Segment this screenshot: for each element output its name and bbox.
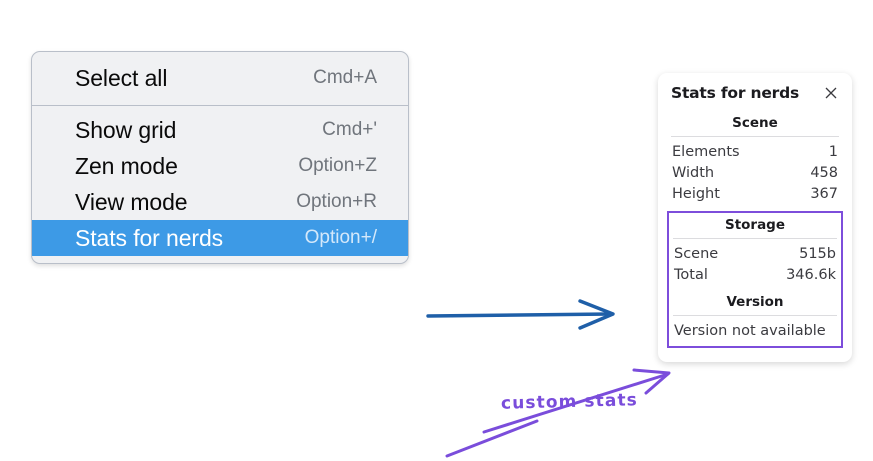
version-section: Version Version not available [673, 285, 837, 342]
custom-stats-highlight-box: Storage Scene 515b Total 346.6k Version … [667, 211, 843, 348]
version-note: Version not available [674, 323, 826, 339]
purple-tail-line [445, 419, 539, 458]
menu-item-shortcut: Cmd+A [313, 67, 377, 88]
menu-item-zen-mode[interactable]: Zen mode Option+Z [32, 148, 408, 184]
menu-separator [32, 105, 408, 106]
menu-item-stats-for-nerds[interactable]: Stats for nerds Option+/ [32, 220, 408, 256]
menu-item-label: Stats for nerds [75, 224, 224, 251]
menu-item-shortcut: Option+R [296, 191, 377, 212]
stat-value: 458 [810, 164, 838, 181]
close-icon[interactable] [823, 85, 839, 101]
storage-divider [673, 238, 837, 239]
stat-label: Scene [674, 245, 719, 262]
table-row: Scene 515b [673, 243, 837, 264]
table-row: Elements 1 [671, 141, 839, 162]
menu-item-shortcut: Option+Z [298, 155, 377, 176]
stat-value: 515b [799, 245, 836, 262]
custom-stats-annotation-label: custom stats [500, 390, 639, 414]
panel-header: Stats for nerds [671, 84, 839, 102]
menu-item-shortcut: Cmd+' [322, 119, 377, 140]
menu-item-label: View mode [75, 188, 188, 215]
stat-label: Width [672, 164, 715, 181]
panel-title: Stats for nerds [671, 84, 800, 102]
scene-heading: Scene [732, 115, 778, 131]
stats-for-nerds-panel: Stats for nerds Scene Elements 1 Width 4… [658, 73, 852, 362]
version-heading: Version [726, 294, 784, 310]
menu-item-label: Zen mode [75, 152, 178, 179]
menu-item-view-mode[interactable]: View mode Option+R [32, 184, 408, 220]
menu-item-shortcut: Option+/ [304, 227, 377, 248]
version-divider [673, 315, 837, 316]
stat-value: 346.6k [786, 266, 836, 283]
storage-section: Storage Scene 515b Total 346.6k [673, 216, 837, 285]
stat-label: Height [672, 185, 720, 202]
scene-divider [671, 136, 839, 137]
context-menu[interactable]: Select all Cmd+A Show grid Cmd+' Zen mod… [31, 51, 409, 264]
stat-label: Total [674, 266, 708, 283]
table-row: Total 346.6k [673, 264, 837, 285]
scene-section: Scene Elements 1 Width 458 Height 367 [671, 114, 839, 204]
menu-group-1: Select all Cmd+A [32, 52, 408, 105]
menu-item-select-all[interactable]: Select all Cmd+A [32, 60, 408, 96]
blue-arrow-icon [426, 299, 615, 330]
table-row: Width 458 [671, 162, 839, 183]
menu-item-label: Select all [75, 64, 168, 91]
menu-item-label: Show grid [75, 116, 177, 143]
table-row: Height 367 [671, 183, 839, 204]
menu-item-show-grid[interactable]: Show grid Cmd+' [32, 112, 408, 148]
stat-label: Elements [672, 143, 740, 160]
storage-heading: Storage [724, 217, 786, 233]
stat-value: 367 [810, 185, 838, 202]
menu-group-2: Show grid Cmd+' Zen mode Option+Z View m… [32, 106, 408, 263]
stat-value: 1 [828, 143, 838, 160]
